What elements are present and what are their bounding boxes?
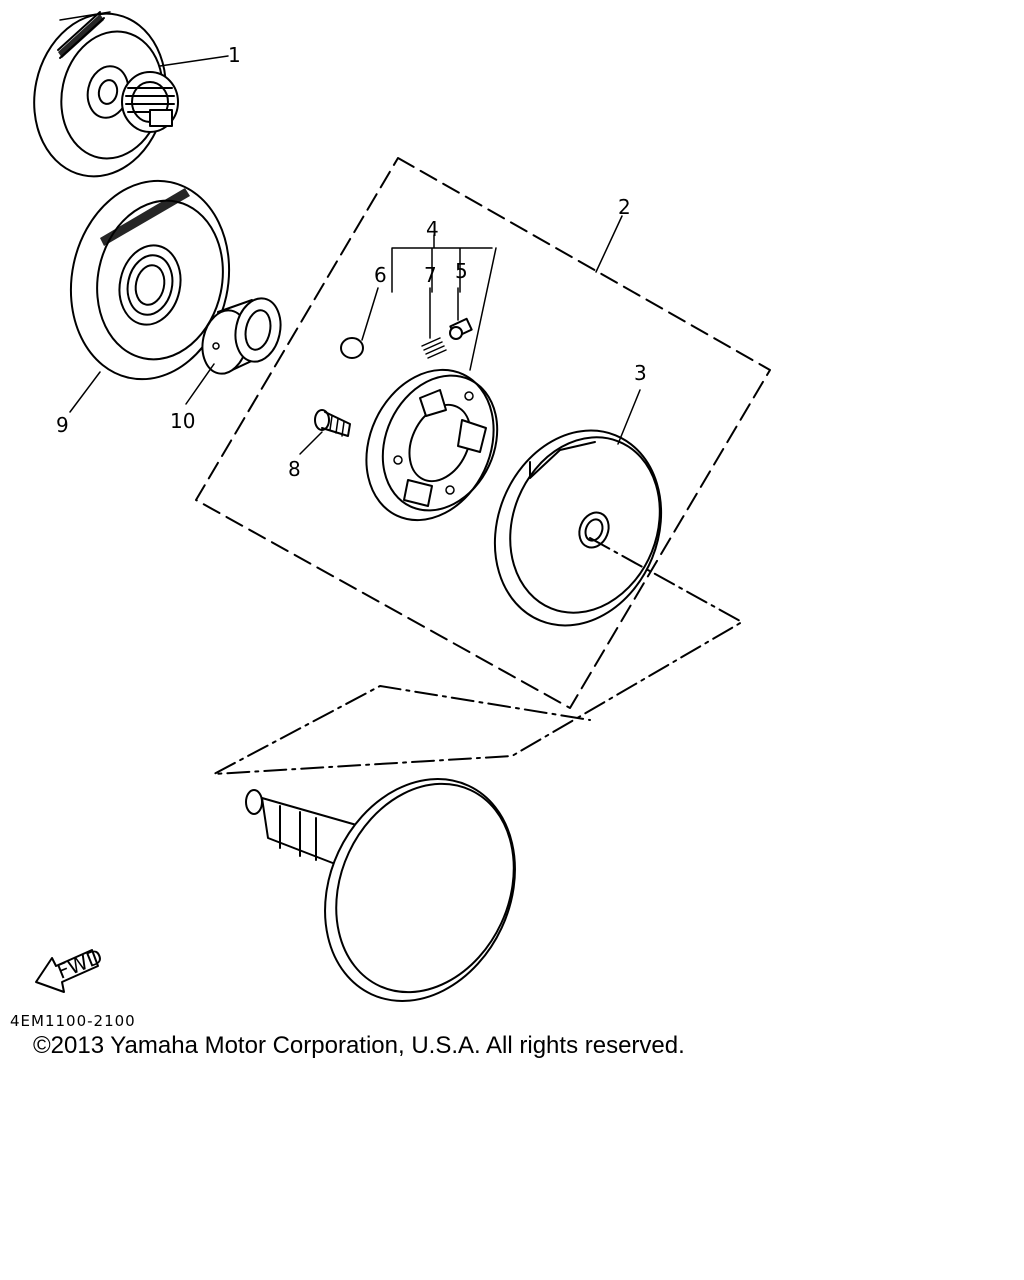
callout-5: 5 (455, 259, 468, 283)
part-1-gear-assembly (33, 11, 179, 178)
crankshaft-assembly (213, 537, 743, 1002)
part-9-gear-wheel (69, 179, 231, 381)
part-6-roller (340, 337, 364, 359)
part-7-spring (421, 337, 447, 359)
part-3-housing (493, 429, 663, 627)
callout-3: 3 (634, 361, 647, 385)
callout-2: 2 (618, 195, 631, 219)
exploded-parts-diagram: FWD 1 2 3 4 5 6 7 8 9 10 (33, 11, 771, 1002)
group-boundary-2 (195, 157, 771, 709)
part-5-plunger (449, 317, 473, 340)
callout-9: 9 (56, 413, 69, 437)
callout-6: 6 (374, 263, 387, 287)
fwd-label: FWD (54, 944, 106, 984)
callout-10: 10 (170, 409, 195, 433)
callout-8: 8 (288, 457, 301, 481)
part-10-collar (201, 297, 282, 375)
leader-lines (69, 55, 641, 455)
callout-1: 1 (228, 43, 241, 67)
fwd-arrow-icon: FWD (35, 944, 106, 993)
part-8-screw (314, 409, 351, 437)
copyright-notice: ©2013 Yamaha Motor Corporation, U.S.A. A… (33, 1032, 685, 1059)
callout-7: 7 (424, 263, 437, 287)
part-code: 4EM1100-2100 (10, 1012, 136, 1030)
callout-4: 4 (426, 217, 439, 241)
part-4-clutch-plate (365, 368, 499, 522)
